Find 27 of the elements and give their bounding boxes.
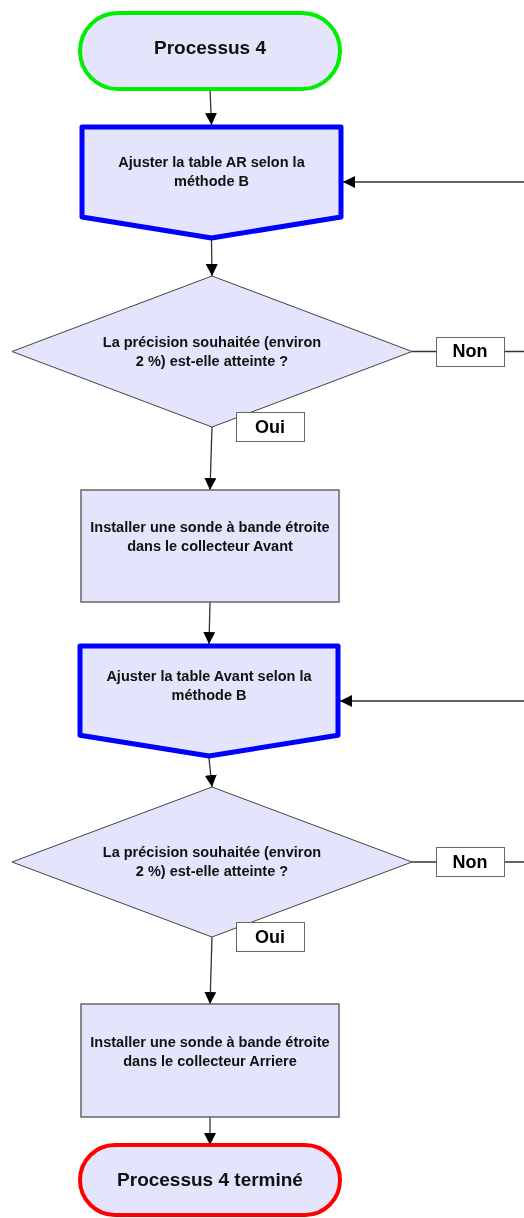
arrow <box>205 88 217 126</box>
process-box <box>81 490 339 602</box>
arrow <box>204 936 217 1005</box>
edge-label: Non <box>435 847 505 877</box>
node-label: Processus 4 <box>154 35 266 60</box>
arrow <box>205 239 218 277</box>
edge-label: Non <box>435 336 505 367</box>
end-terminator <box>80 1145 340 1215</box>
adjustment-pentagon <box>80 125 343 240</box>
node-label: La précision souhaitée (environ 2 %) est-elle atteinte ? <box>102 332 322 371</box>
arrow <box>342 176 524 188</box>
node-label: Ajuster la table AR selon la méthode B <box>117 152 306 191</box>
arrow <box>204 757 217 788</box>
process-box <box>81 1004 339 1117</box>
arrow <box>339 695 524 707</box>
edge-label: Oui <box>235 922 305 952</box>
arrow <box>204 426 217 491</box>
node-label: Installer une sonde à bande étroite dans le collecteur Arriere <box>89 1032 331 1071</box>
node-label: La précision souhaitée (environ 2 %) est-elle atteinte ? <box>102 843 322 881</box>
node-label: Processus 4 terminé <box>117 1167 303 1192</box>
arrow <box>204 1116 216 1146</box>
arrow <box>203 601 216 645</box>
node-label: Ajuster la table Avant selon la méthode B <box>105 667 313 705</box>
start-terminator <box>80 13 340 89</box>
adjustment-pentagon <box>78 644 340 758</box>
node-label: Installer une sonde à bande étroite dans le collecteur Avant <box>89 518 331 556</box>
edge-label: Oui <box>235 412 305 442</box>
